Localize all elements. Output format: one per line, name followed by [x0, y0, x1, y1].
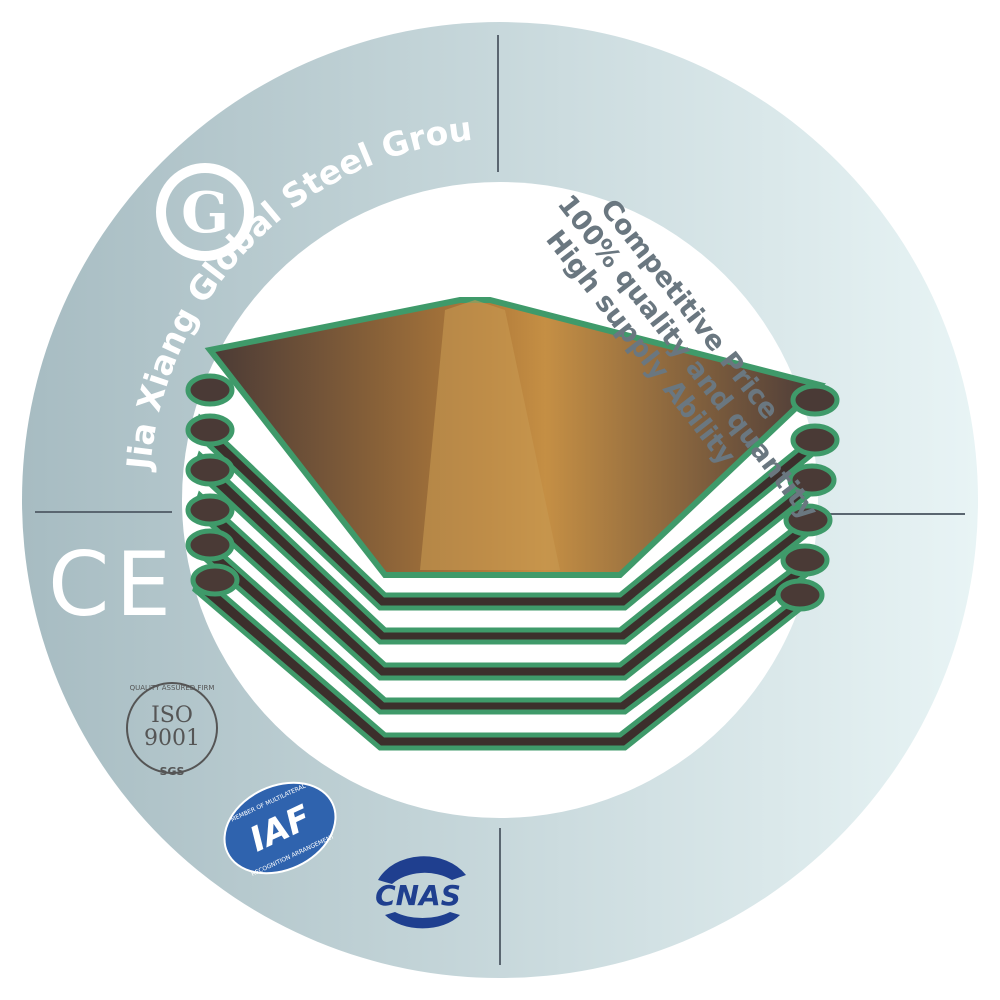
ce-mark: CE	[48, 533, 177, 636]
svg-text:SGS: SGS	[160, 765, 185, 778]
svg-text:ISO: ISO	[151, 703, 193, 728]
cnas-badge: CNAS	[375, 856, 466, 929]
logo-icon: G	[156, 163, 254, 261]
svg-text:QUALITY ASSURED FIRM: QUALITY ASSURED FIRM	[130, 684, 215, 692]
svg-text:9001: 9001	[144, 726, 200, 751]
svg-text:CNAS: CNAS	[375, 879, 461, 912]
crosshair-lines	[35, 35, 965, 965]
steel-sheet-pile-stack	[185, 297, 840, 751]
iso-9001-badge: ISO 9001 SGS QUALITY ASSURED FIRM	[126, 682, 218, 778]
svg-text:G: G	[181, 180, 229, 246]
